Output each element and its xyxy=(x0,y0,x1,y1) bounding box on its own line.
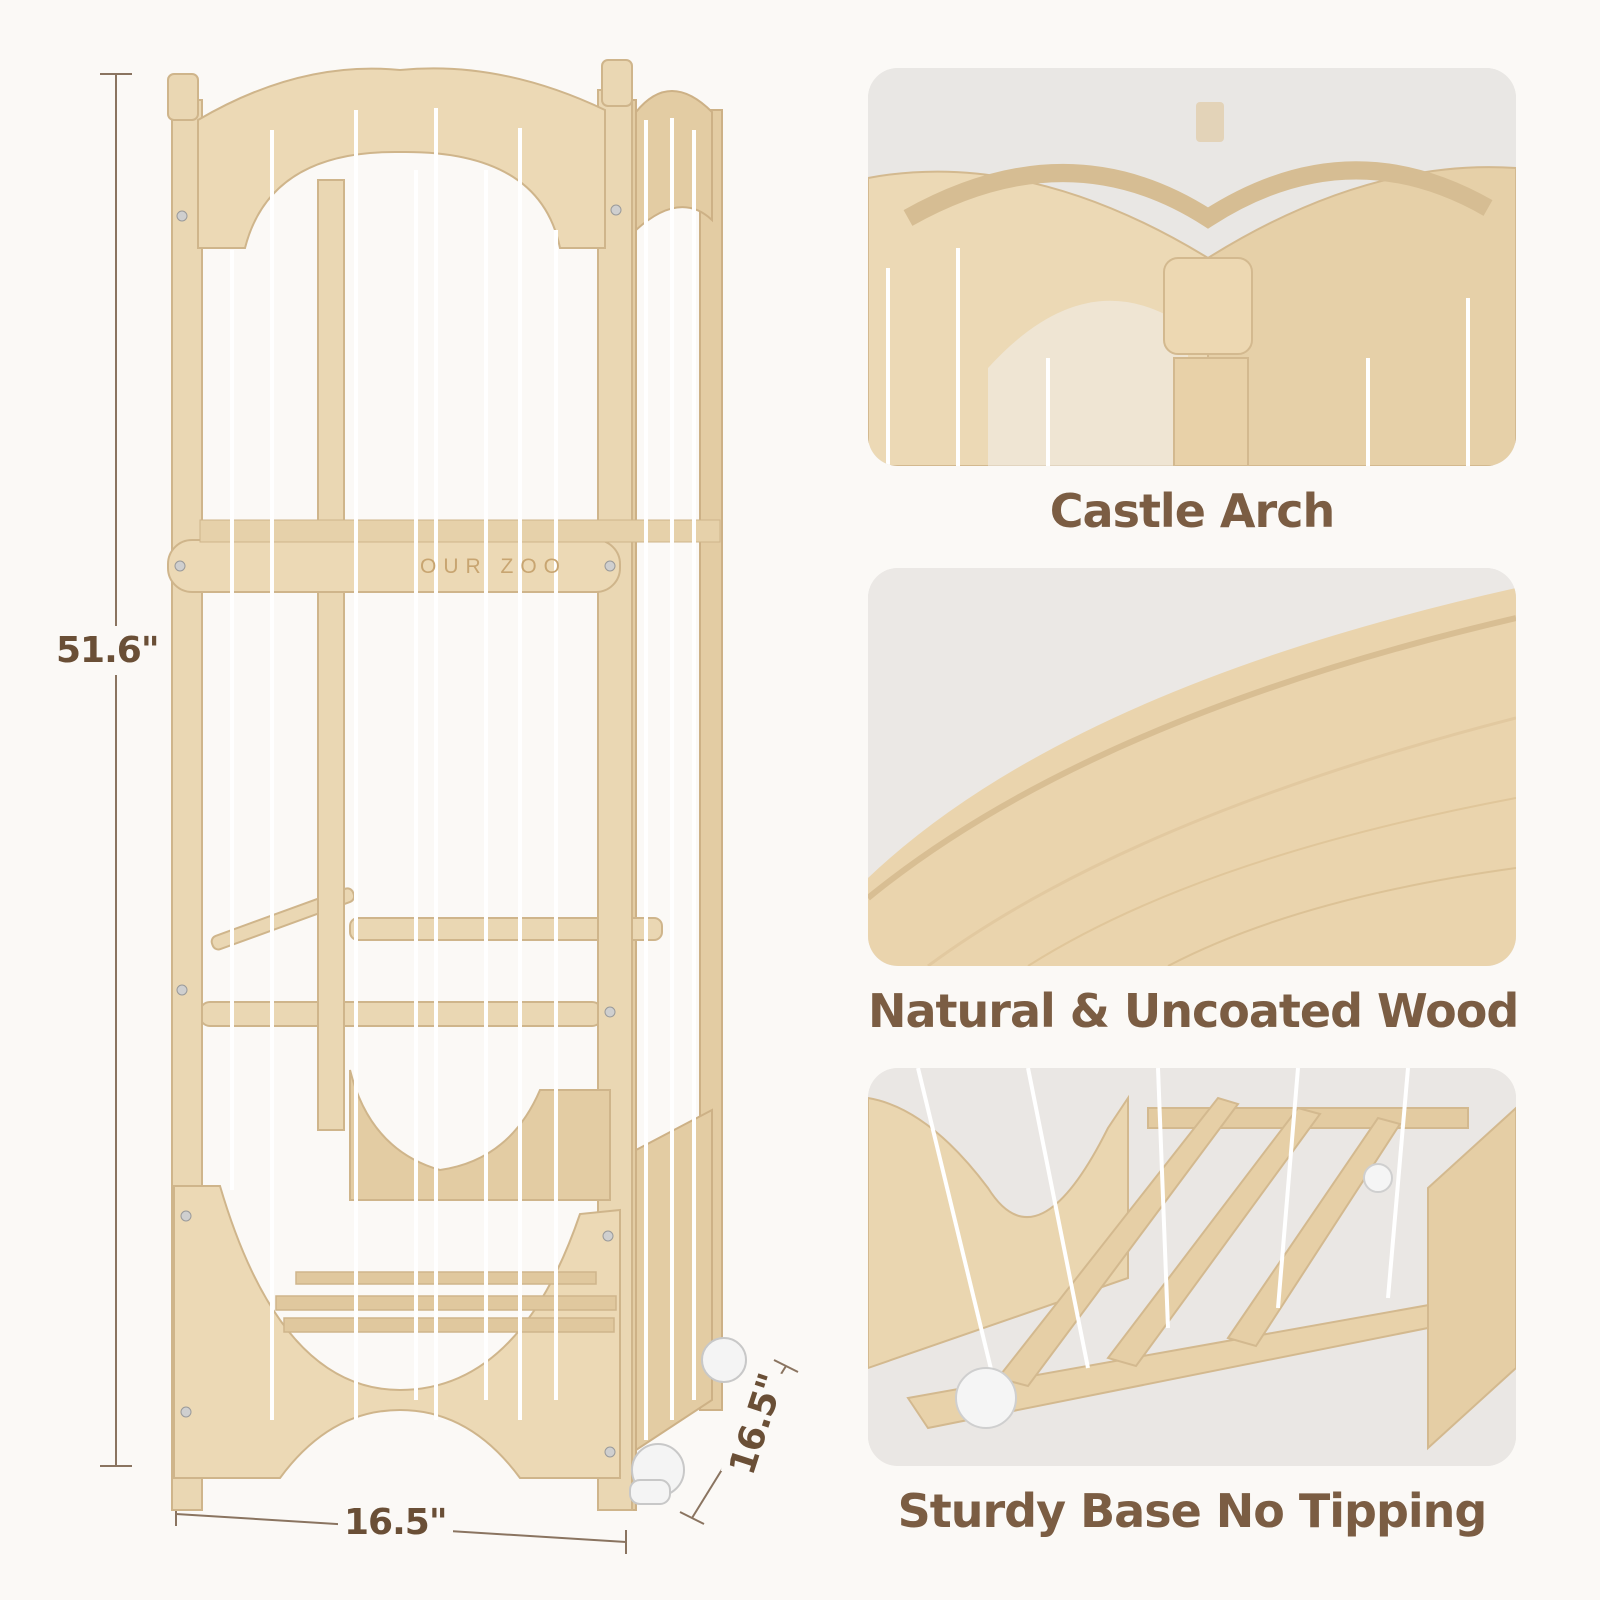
height-dimension-label: 51.6" xyxy=(56,626,160,675)
height-dimension-line xyxy=(100,73,132,1467)
width-dimension-label: 16.5" xyxy=(338,1502,453,1543)
feature-caption-natural-wood: Natural & Uncoated Wood xyxy=(868,984,1519,1038)
bottom-arch-panel xyxy=(173,1185,621,1479)
feature-caption-castle-arch: Castle Arch xyxy=(1049,484,1335,538)
caster-wheels xyxy=(629,1337,747,1505)
toy-storage-tower-image xyxy=(100,59,799,1554)
feature-image-natural-wood xyxy=(868,568,1516,966)
feature-caption-sturdy-base: Sturdy Base No Tipping xyxy=(897,1484,1488,1538)
top-castle-arch-panel xyxy=(197,67,606,249)
feature-image-sturdy-base xyxy=(868,1068,1516,1466)
brand-engraving: OUR ZOO xyxy=(420,555,567,578)
feature-image-castle-arch xyxy=(868,68,1516,466)
